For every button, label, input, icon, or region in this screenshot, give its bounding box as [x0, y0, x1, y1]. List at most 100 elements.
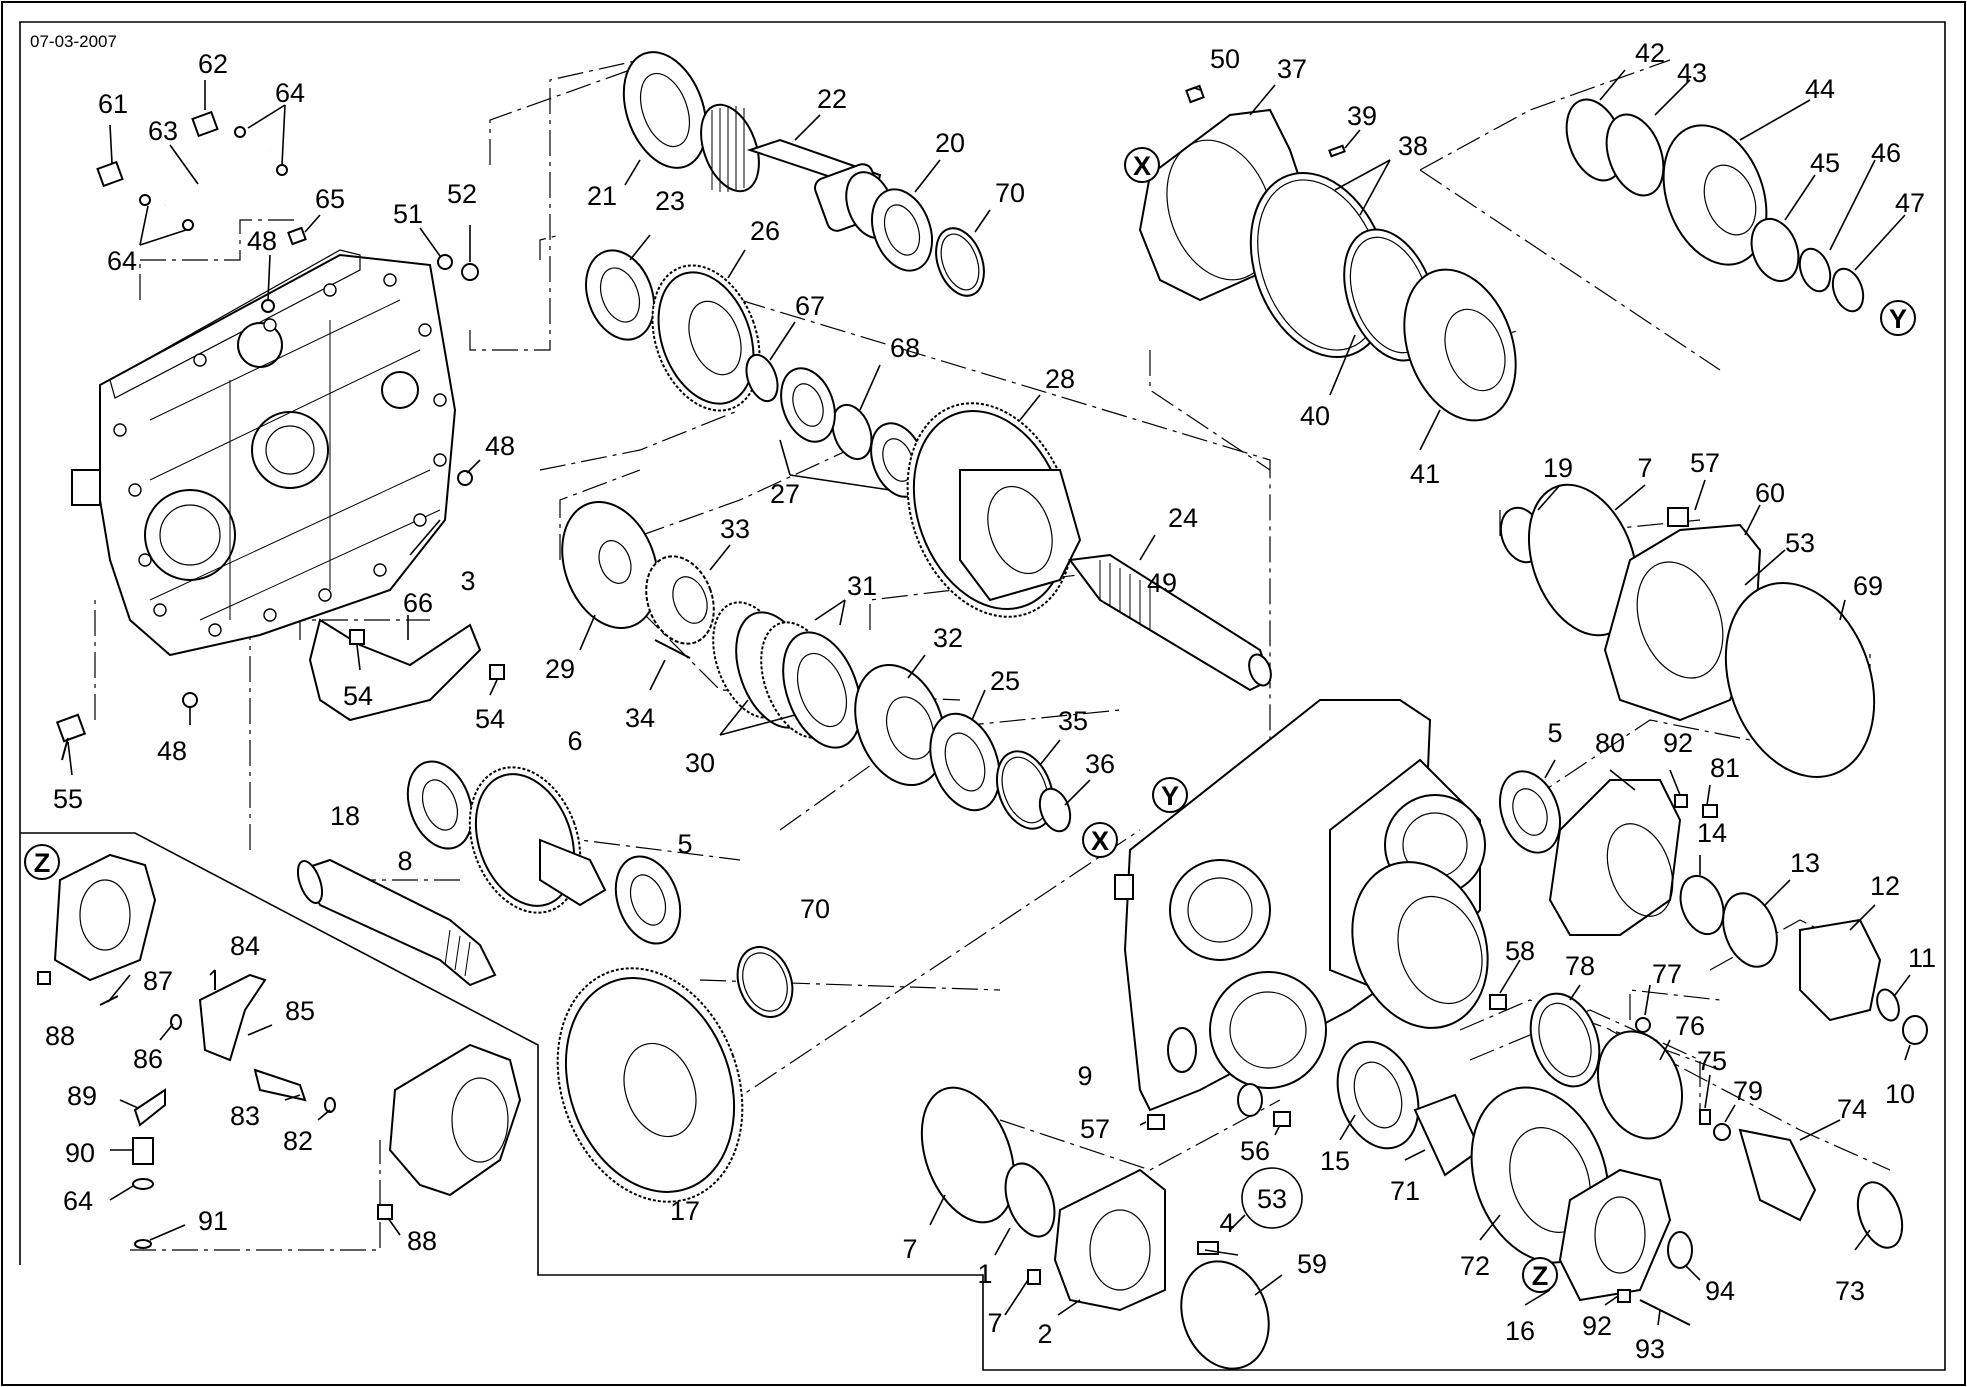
bearing-20	[871, 188, 933, 272]
label-5: 5	[677, 829, 692, 859]
label-38: 38	[1398, 131, 1428, 161]
cover-66	[308, 618, 505, 722]
label-41: 41	[1410, 459, 1440, 489]
label-56: 56	[1240, 1136, 1270, 1166]
bearing-5-left	[614, 855, 682, 945]
sensor-55	[55, 713, 87, 761]
label-64: 64	[275, 78, 305, 108]
label-68: 68	[890, 333, 920, 363]
label-89: 89	[67, 1081, 97, 1111]
label-52: 52	[447, 179, 477, 209]
label-37: 37	[1277, 54, 1307, 84]
label-85: 85	[285, 996, 315, 1026]
housing-part-3	[71, 249, 457, 657]
shaft-18	[296, 858, 497, 987]
label-46: 46	[1871, 138, 1901, 168]
label-55: 55	[53, 784, 83, 814]
label-63: 63	[148, 116, 178, 146]
ref-marker-z-inset: Z	[24, 844, 60, 880]
label-69: 69	[1853, 571, 1883, 601]
label-64: 64	[63, 1186, 93, 1216]
label-88: 88	[45, 1021, 75, 1051]
label-49: 49	[1147, 568, 1177, 598]
housing-part-9	[1114, 699, 1489, 1117]
label-23: 23	[655, 186, 685, 216]
label-51: 51	[393, 199, 423, 229]
ref-circle-53	[1241, 1167, 1303, 1229]
label-53: 53	[1257, 1184, 1287, 1214]
label-54: 54	[343, 681, 373, 711]
label-24: 24	[1168, 503, 1198, 533]
label-35: 35	[1058, 706, 1088, 736]
ring-70-top	[935, 227, 985, 297]
label-28: 28	[1045, 364, 1075, 394]
label-72: 72	[1460, 1251, 1490, 1281]
leader-lines	[67, 69, 1911, 1326]
spring-34	[654, 639, 691, 659]
label-7: 7	[1637, 453, 1652, 483]
label-27: 27	[770, 479, 800, 509]
label-92: 92	[1663, 728, 1693, 758]
label-48: 48	[157, 736, 187, 766]
inset-parts	[37, 853, 522, 1249]
label-14: 14	[1697, 818, 1727, 848]
parts-14-10-right	[1674, 794, 1928, 1045]
svg-text:X: X	[1091, 826, 1109, 856]
label-25: 25	[990, 666, 1020, 696]
label-29: 29	[545, 654, 575, 684]
label-90: 90	[65, 1138, 95, 1168]
label-39: 39	[1347, 101, 1377, 131]
label-75: 75	[1697, 1046, 1727, 1076]
label-4: 4	[1219, 1208, 1234, 1238]
shaft-22	[700, 103, 895, 239]
label-10: 10	[1885, 1079, 1915, 1109]
label-79: 79	[1733, 1076, 1763, 1106]
bearing-25	[929, 712, 1001, 812]
label-17: 17	[670, 1196, 700, 1226]
label-7: 7	[987, 1308, 1002, 1338]
label-77: 77	[1652, 959, 1682, 989]
label-47: 47	[1895, 188, 1925, 218]
label-18: 18	[330, 801, 360, 831]
label-3: 3	[460, 566, 475, 596]
label-20: 20	[935, 128, 965, 158]
label-11: 11	[1908, 943, 1936, 973]
gear-6	[468, 766, 607, 914]
inset-box-z	[20, 832, 539, 1265]
label-9: 9	[1077, 1061, 1092, 1091]
ref-marker-z-lower: Z	[1522, 1257, 1558, 1293]
label-66: 66	[403, 588, 433, 618]
piston-32	[854, 663, 946, 787]
label-78: 78	[1565, 951, 1595, 981]
housing-16	[1558, 1168, 1693, 1326]
svg-text:Y: Y	[1161, 781, 1179, 811]
label-87: 87	[143, 966, 173, 996]
label-43: 43	[1677, 58, 1707, 88]
label-82: 82	[283, 1126, 313, 1156]
outer-border	[19, 21, 1946, 1371]
label-22: 22	[817, 84, 847, 114]
clutch-discs-30-31	[712, 601, 862, 749]
label-70: 70	[800, 894, 830, 924]
part-number-labels: 61 62 63 64 64 65 48 51 52 48 3 66 54 54…	[45, 38, 1936, 1364]
svg-text:Z: Z	[34, 848, 51, 878]
label-81: 81	[1710, 753, 1740, 783]
gear-17	[556, 967, 744, 1203]
label-60: 60	[1755, 478, 1785, 508]
rings-42-47	[1565, 98, 1865, 313]
svg-text:Z: Z	[1532, 1261, 1549, 1291]
label-7: 7	[902, 1234, 917, 1264]
label-93: 93	[1635, 1334, 1665, 1364]
label-16: 16	[1505, 1316, 1535, 1346]
parts-78-74	[1529, 992, 1904, 1249]
label-45: 45	[1810, 148, 1840, 178]
bearing-5-right	[1499, 770, 1561, 854]
label-8: 8	[397, 846, 412, 876]
label-42: 42	[1635, 38, 1665, 68]
parts-lower-1-2-4-59-7	[920, 1086, 1270, 1370]
label-34: 34	[625, 703, 655, 733]
label-94: 94	[1705, 1276, 1735, 1306]
label-70: 70	[995, 178, 1025, 208]
